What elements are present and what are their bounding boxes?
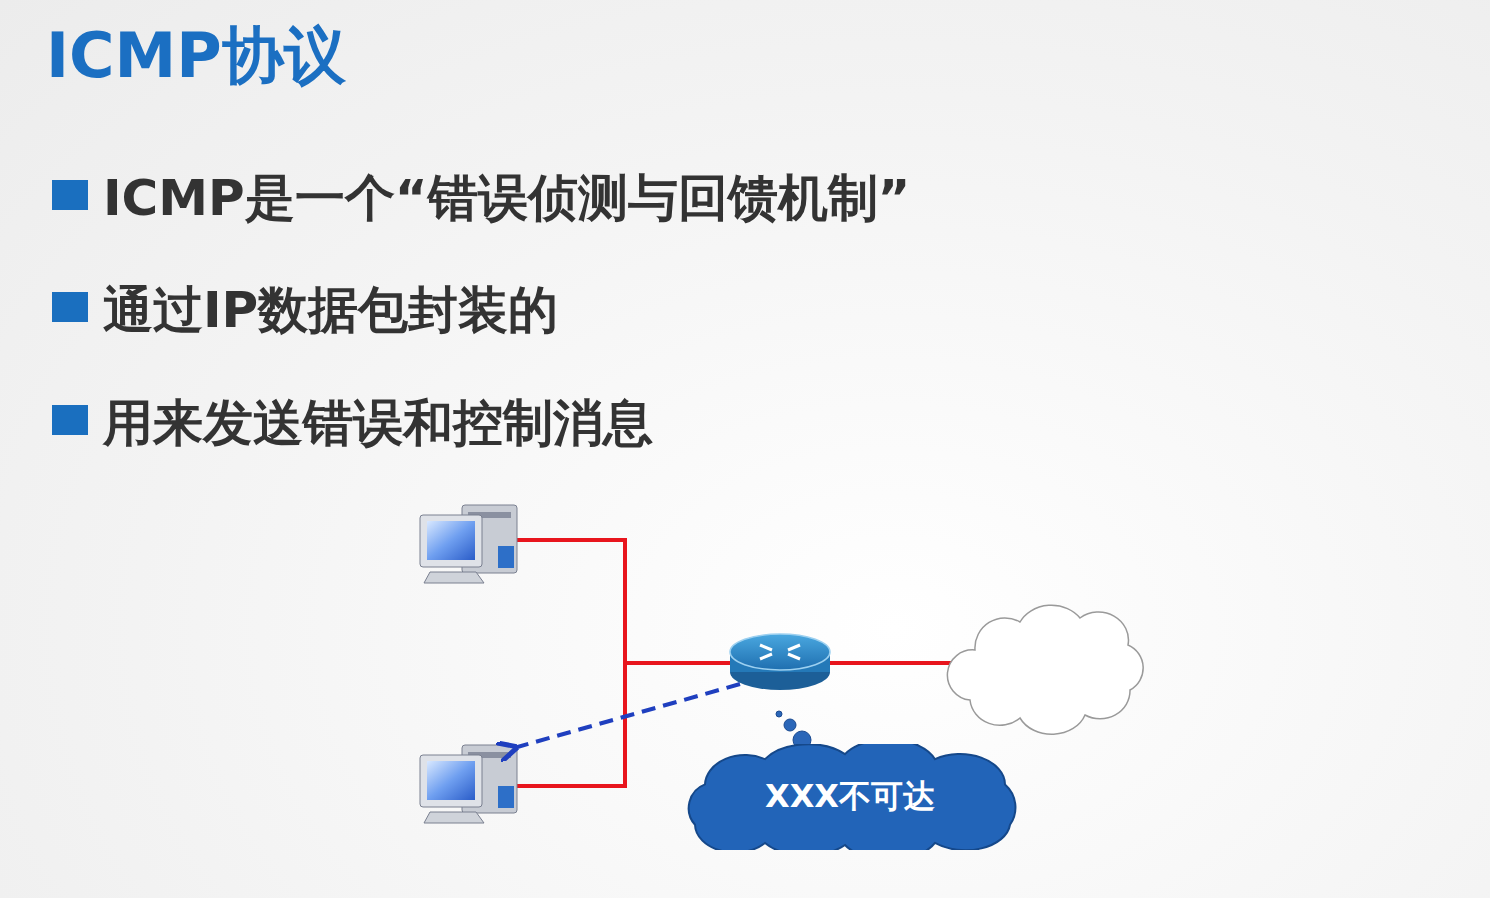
callout-text: XXX不可达 <box>765 775 935 819</box>
bullet-square <box>52 405 88 435</box>
bullet-text: 用来发送错误和控制消息 <box>103 390 653 457</box>
pc-icon <box>420 745 517 823</box>
bullet-text: 通过IP数据包封装的 <box>103 277 558 344</box>
bullet-square <box>52 180 88 210</box>
bullet-text: ICMP是一个“错误侦测与回馈机制” <box>103 165 910 232</box>
internet-cloud <box>947 605 1143 734</box>
bullet-square <box>52 292 88 322</box>
pc-icon <box>420 505 517 583</box>
icmp-message-arrow <box>514 684 740 748</box>
callout-cloud: XXX不可达 <box>675 744 1025 850</box>
router-icon <box>730 634 830 690</box>
slide-title: ICMP协议 <box>46 14 346 98</box>
